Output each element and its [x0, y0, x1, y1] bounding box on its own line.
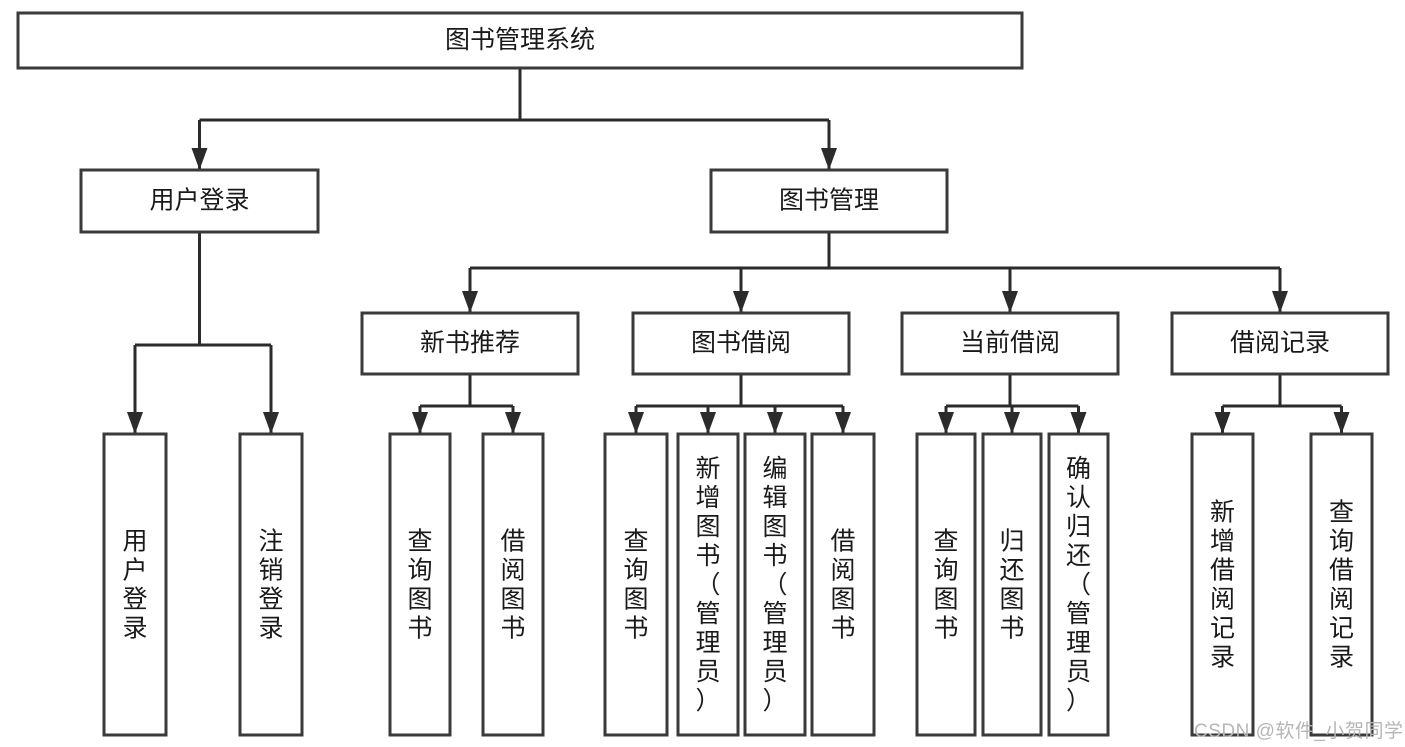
connector-arrowhead: [1002, 291, 1018, 313]
node-label-leaf-user-login: 用户登录: [122, 528, 147, 643]
connector-arrowhead: [938, 412, 954, 434]
node-label-borrow-record: 借阅记录: [1230, 329, 1330, 357]
connector-arrowhead: [767, 412, 783, 434]
node-box-leaf-user-login: [102, 432, 168, 737]
node-label-root: 图书管理系统: [445, 26, 595, 54]
node-label-leaf-br-add: 新增借阅记录: [1210, 499, 1235, 672]
connector-arrowhead: [1333, 412, 1350, 434]
connector-arrowhead: [191, 148, 208, 170]
node-box-borrow-record: [1170, 311, 1390, 376]
node-box-leaf-nbr-borrow: [481, 432, 545, 737]
node-box-leaf-bb-edit: [743, 432, 807, 737]
node-label-leaf-cb-confirm: 确认归还（管理员）: [1066, 455, 1091, 715]
node-label-leaf-nbr-borrow: 借阅图书: [500, 528, 525, 643]
node-label-leaf-bb-add: 新增图书（管理员）: [695, 455, 720, 715]
node-new-book-rec[interactable]: 新书推荐: [360, 311, 580, 376]
node-leaf-nbr-borrow[interactable]: 借阅图书: [481, 432, 545, 737]
node-box-leaf-cb-return: [981, 432, 1043, 737]
node-label-leaf-nbr-query: 查询图书: [407, 528, 432, 643]
node-leaf-bb-borrow[interactable]: 借阅图书: [810, 432, 876, 737]
node-box-user-login: [79, 168, 320, 234]
node-label-leaf-cb-query: 查询图书: [933, 528, 958, 643]
node-box-new-book-rec: [360, 311, 580, 376]
node-label-current-borrow: 当前借阅: [960, 329, 1060, 357]
node-label-leaf-bb-borrow: 借阅图书: [830, 528, 855, 643]
node-box-leaf-cb-query: [915, 432, 977, 737]
node-box-leaf-br-add: [1190, 432, 1255, 737]
connector-arrowhead: [412, 412, 428, 434]
node-label-leaf-user-logout: 注销登录: [258, 528, 283, 643]
node-book-manage[interactable]: 图书管理: [709, 168, 949, 234]
node-box-leaf-br-query: [1309, 432, 1374, 737]
node-label-leaf-bb-query: 查询图书: [623, 528, 648, 643]
node-label-leaf-br-query: 查询借阅记录: [1329, 499, 1354, 672]
node-leaf-br-add[interactable]: 新增借阅记录: [1190, 432, 1255, 737]
node-box-book-manage: [709, 168, 949, 234]
connector-arrowhead: [1272, 291, 1288, 313]
node-label-book-manage: 图书管理: [779, 187, 879, 215]
node-leaf-user-login[interactable]: 用户登录: [102, 432, 168, 737]
connector-arrowhead: [127, 412, 143, 434]
connector-arrowhead: [263, 412, 279, 434]
node-borrow-record[interactable]: 借阅记录: [1170, 311, 1390, 376]
node-leaf-cb-query[interactable]: 查询图书: [915, 432, 977, 737]
node-root[interactable]: 图书管理系统: [16, 11, 1024, 70]
node-label-book-borrow: 图书借阅: [691, 329, 791, 357]
connector-arrowhead: [1004, 412, 1020, 434]
node-box-leaf-bb-add: [676, 432, 740, 737]
connector-arrowhead: [733, 291, 749, 313]
node-box-leaf-bb-borrow: [810, 432, 876, 737]
csdn-watermark: CSDN @软件_小贺同学: [1194, 721, 1404, 742]
node-leaf-bb-add[interactable]: 新增图书（管理员）: [676, 432, 740, 737]
connector-arrowhead: [505, 412, 521, 434]
node-leaf-bb-query[interactable]: 查询图书: [603, 432, 669, 737]
node-leaf-user-logout[interactable]: 注销登录: [238, 432, 304, 737]
node-label-leaf-cb-return: 归还图书: [999, 528, 1024, 643]
connectors-layer: [127, 68, 1350, 434]
node-leaf-br-query[interactable]: 查询借阅记录: [1309, 432, 1374, 737]
node-book-borrow[interactable]: 图书借阅: [631, 311, 851, 376]
connector-arrowhead: [821, 148, 837, 170]
node-label-new-book-rec: 新书推荐: [420, 329, 520, 357]
connector-arrowhead: [462, 291, 478, 313]
node-user-login[interactable]: 用户登录: [79, 168, 320, 234]
node-label-leaf-bb-edit: 编辑图书（管理员）: [762, 455, 787, 715]
node-box-root: [16, 11, 1024, 70]
node-leaf-cb-confirm[interactable]: 确认归还（管理员）: [1047, 432, 1110, 737]
node-box-leaf-cb-confirm: [1047, 432, 1110, 737]
node-box-leaf-bb-query: [603, 432, 669, 737]
node-leaf-bb-edit[interactable]: 编辑图书（管理员）: [743, 432, 807, 737]
node-leaf-cb-return[interactable]: 归还图书: [981, 432, 1043, 737]
connector-arrowhead: [835, 412, 851, 434]
connector-arrowhead: [628, 412, 644, 434]
node-box-leaf-nbr-query: [388, 432, 452, 737]
connector-arrowhead: [1070, 412, 1087, 434]
node-box-leaf-user-logout: [238, 432, 304, 737]
connector-arrowhead: [1214, 412, 1231, 434]
node-current-borrow[interactable]: 当前借阅: [900, 311, 1120, 376]
node-leaf-nbr-query[interactable]: 查询图书: [388, 432, 452, 737]
node-label-user-login: 用户登录: [149, 187, 249, 215]
nodes-layer: 图书管理系统用户登录图书管理用户登录注销登录新书推荐查询图书借阅图书图书借阅查询…: [16, 11, 1390, 737]
connector-arrowhead: [700, 412, 716, 434]
node-box-book-borrow: [631, 311, 851, 376]
node-box-current-borrow: [900, 311, 1120, 376]
